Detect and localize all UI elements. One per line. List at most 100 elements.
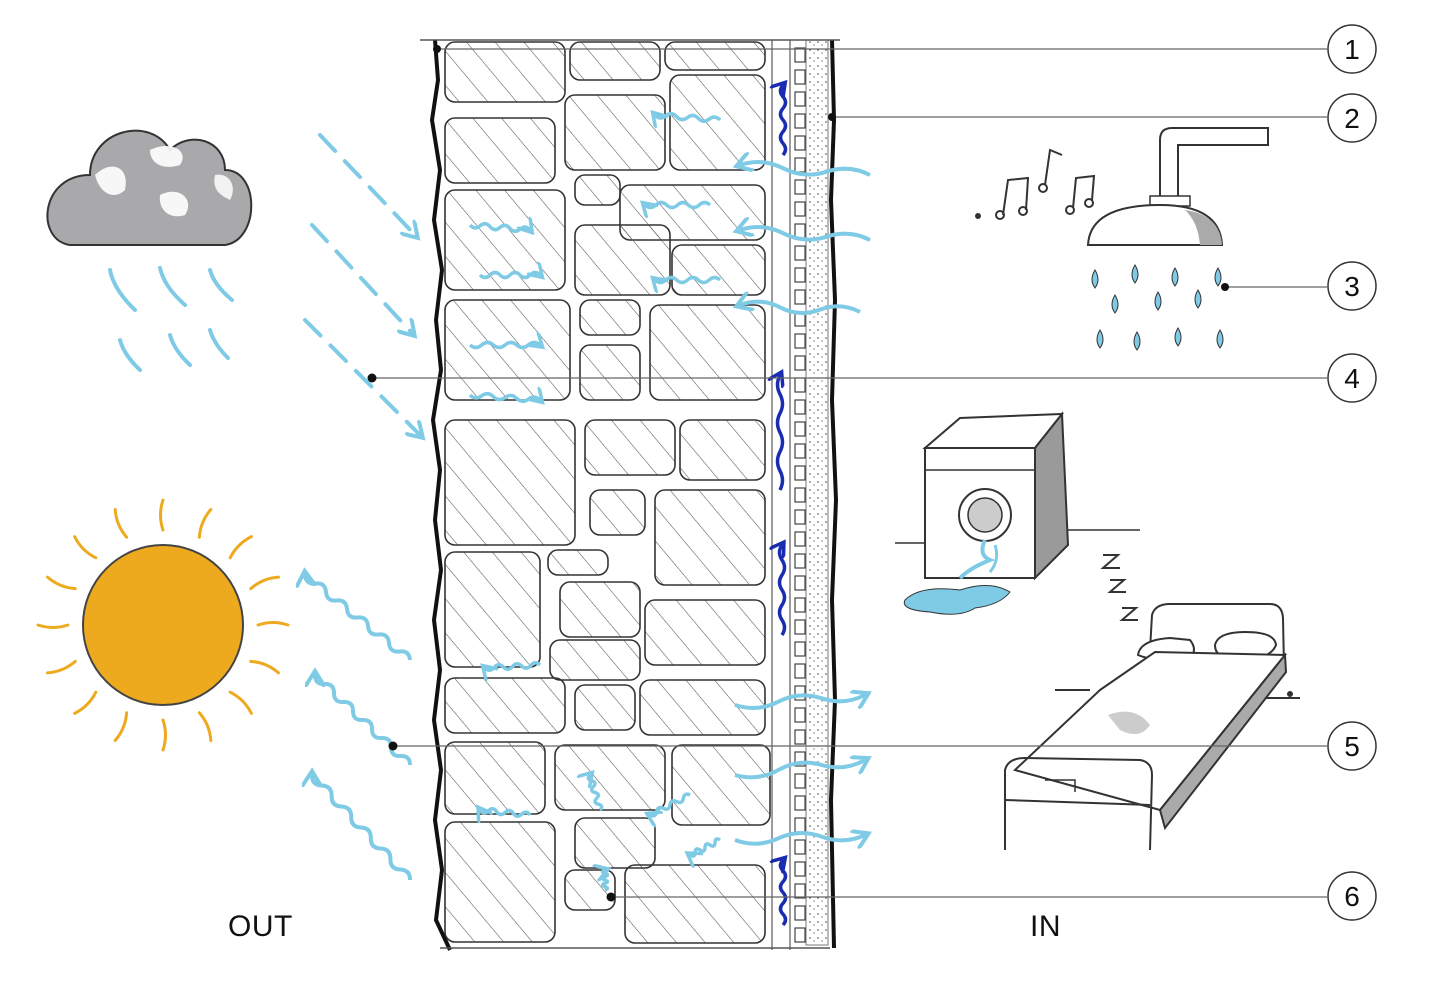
water-drop [1214, 267, 1222, 287]
stone [559, 581, 641, 638]
lath-batten [794, 861, 806, 877]
lath-batten [794, 399, 806, 415]
callout-4: 4 [1327, 353, 1377, 403]
lath-batten [794, 773, 806, 789]
callout-2: 2 [1327, 93, 1377, 143]
lath-batten [794, 839, 806, 855]
stone [589, 489, 646, 536]
shower-icon [1086, 127, 1269, 351]
lath-batten [794, 641, 806, 657]
moisture-arrow [645, 203, 712, 208]
lath-batten [794, 883, 806, 899]
stone [444, 299, 571, 401]
svg-text:5: 5 [1344, 731, 1360, 762]
moisture-arrow [468, 394, 540, 402]
stone [664, 41, 766, 71]
evaporation-arrow [312, 775, 412, 881]
room-vapour-arrows [735, 162, 870, 844]
rising-vapour-arrow [780, 545, 787, 636]
svg-text:1: 1 [1344, 34, 1360, 65]
evaporation-arrow [305, 575, 412, 661]
svg-text:2: 2 [1344, 103, 1360, 134]
stone [574, 817, 656, 869]
lath-batten [794, 223, 806, 239]
moisture-arrow [468, 224, 530, 232]
stones [444, 41, 771, 944]
moisture-arrow [588, 775, 604, 812]
callout-1: 1 [1327, 24, 1377, 74]
water-drop [1171, 267, 1179, 287]
lath-batten [794, 487, 806, 503]
svg-text:4: 4 [1344, 363, 1360, 394]
moisture-arrow [655, 114, 722, 122]
stone [444, 41, 566, 103]
lath-batten [794, 685, 806, 701]
moisture-arrow [690, 837, 721, 856]
svg-text:3: 3 [1344, 271, 1360, 302]
stone [444, 821, 556, 943]
water-drops [1091, 264, 1224, 351]
stone-wall [420, 39, 840, 951]
lath-batten [794, 465, 806, 481]
rain-cloud-icon [46, 129, 253, 372]
lath-batten [794, 135, 806, 151]
sun-ray [73, 690, 98, 715]
vapour-in-arrow [740, 162, 871, 177]
rising-vapour-arrows [778, 85, 787, 927]
sun-ray [249, 659, 280, 675]
water-drop [1131, 264, 1139, 284]
callout-5: 5 [1327, 721, 1377, 771]
sun-icon [36, 498, 290, 752]
stone [444, 419, 576, 546]
stone [649, 304, 766, 401]
lath-batten [794, 553, 806, 569]
inside-label: IN [1030, 910, 1061, 943]
lath-batten [794, 663, 806, 679]
vapour-in-arrow [740, 227, 871, 242]
lath-batten [794, 619, 806, 635]
zzz-icon [1100, 554, 1139, 621]
lath-batten [794, 157, 806, 173]
callout-leaders [367, 45, 1327, 902]
water-drop [1111, 294, 1119, 314]
stone [444, 189, 566, 291]
stone [549, 639, 641, 681]
rain-streaks [108, 266, 234, 372]
stone [584, 419, 676, 476]
wall-outer-face [429, 39, 452, 951]
rain-streak [108, 268, 137, 312]
sun-ray [46, 575, 77, 591]
water-drop [1154, 291, 1162, 311]
moisture-movement-arrows [468, 114, 722, 892]
sun-ray [256, 621, 290, 627]
lath-batten [794, 443, 806, 459]
lath-batten [794, 707, 806, 723]
driving-rain-arrows [303, 133, 420, 435]
lath-batten [794, 355, 806, 371]
lath-batten [794, 421, 806, 437]
sun-ray [113, 508, 129, 539]
stone [574, 224, 671, 296]
moisture-arrow [480, 809, 532, 817]
stone [574, 174, 621, 206]
moisture-arrow [603, 870, 608, 892]
stone [671, 744, 771, 826]
stone [574, 684, 636, 731]
sun-ray [73, 535, 98, 560]
callout-6: 6 [1327, 871, 1377, 921]
rain-streak [158, 266, 187, 307]
sun-ray [197, 508, 213, 539]
moisture-arrow [468, 343, 540, 348]
water-drop [1216, 329, 1224, 349]
rising-vapour-arrow [778, 375, 783, 491]
sun-ray [159, 498, 165, 532]
svg-text:6: 6 [1344, 881, 1360, 912]
washing-machine-icon [895, 411, 1140, 615]
rain-arrow [318, 133, 415, 235]
lath-batten [794, 91, 806, 107]
lath-batten [794, 795, 806, 811]
music-notes-icon [975, 148, 1096, 220]
sun-ray [46, 659, 77, 675]
stone [654, 489, 766, 586]
